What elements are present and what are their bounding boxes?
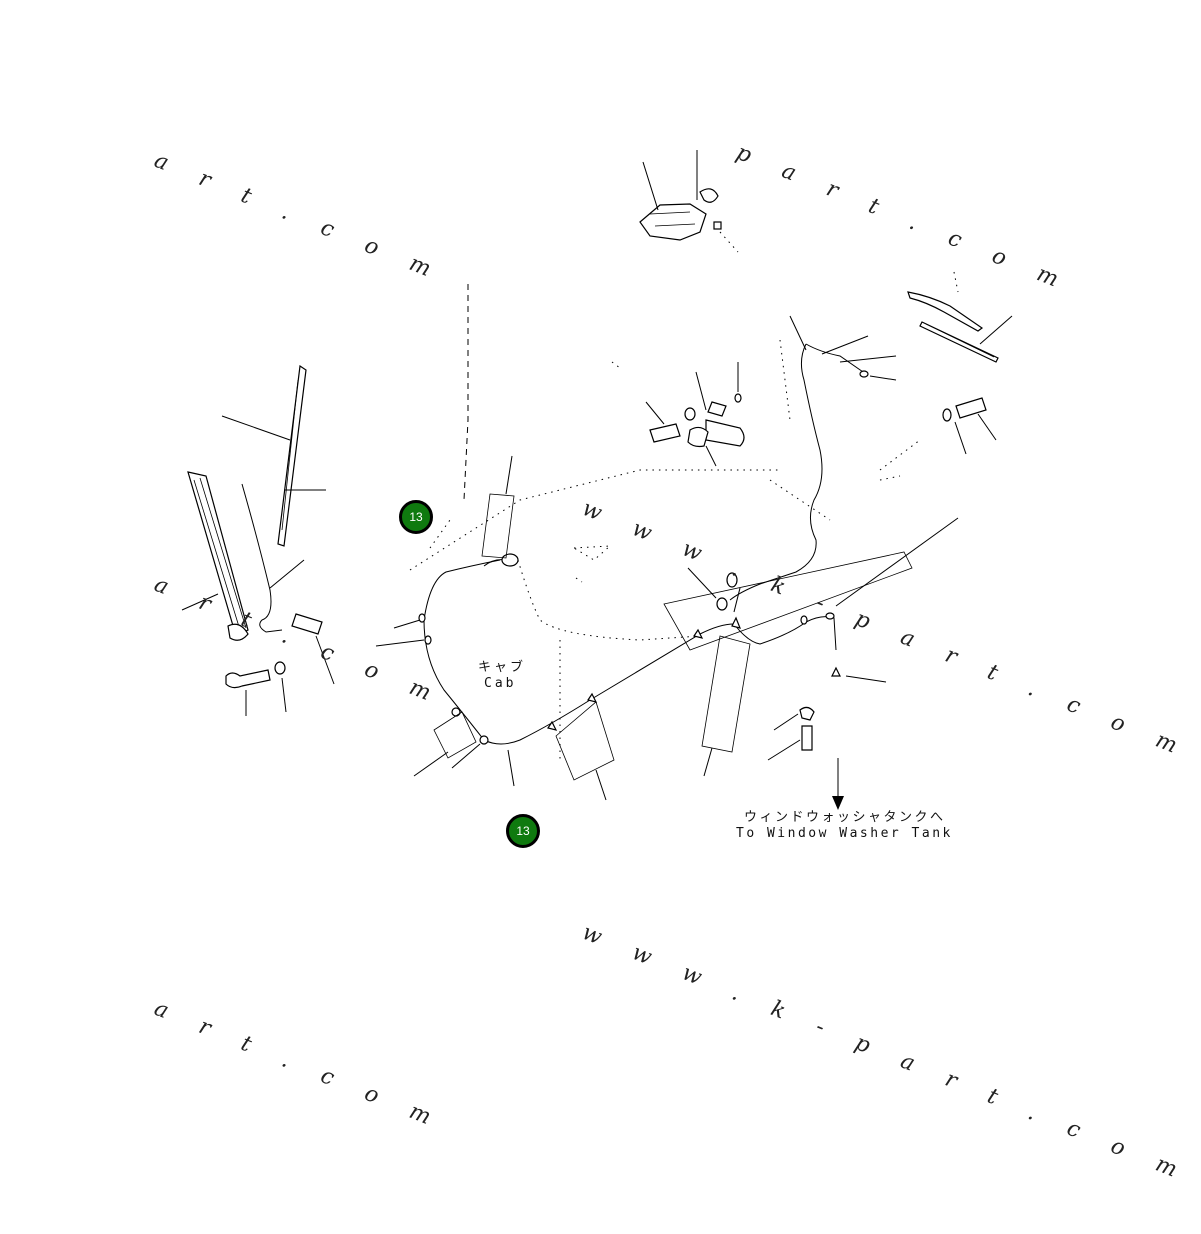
cab-label-en: Cab [484,676,517,691]
left-bolt-washer-bracket [225,613,335,716]
cab-label-jp: キャブ [478,660,527,675]
right-bolt-washer [942,397,997,455]
callout-panels [433,493,913,781]
wiper-motor [645,362,745,467]
tank-connector [767,706,844,810]
leader-lines [375,455,959,801]
left-wiper-arm [181,471,305,641]
right-wiper-assembly [907,271,1013,363]
tank-label-en: To Window Washer Tank [736,826,953,841]
washer-motor-assembly [639,150,739,253]
tank-label-jp: ウィンドウォッシャタンクへ [744,810,946,825]
part-marker-upper[interactable]: 13 [399,500,433,534]
part-marker-lower[interactable]: 13 [506,814,540,848]
right-hose [729,315,921,601]
cab-outline [409,284,780,760]
left-wiper-blade [221,364,326,547]
